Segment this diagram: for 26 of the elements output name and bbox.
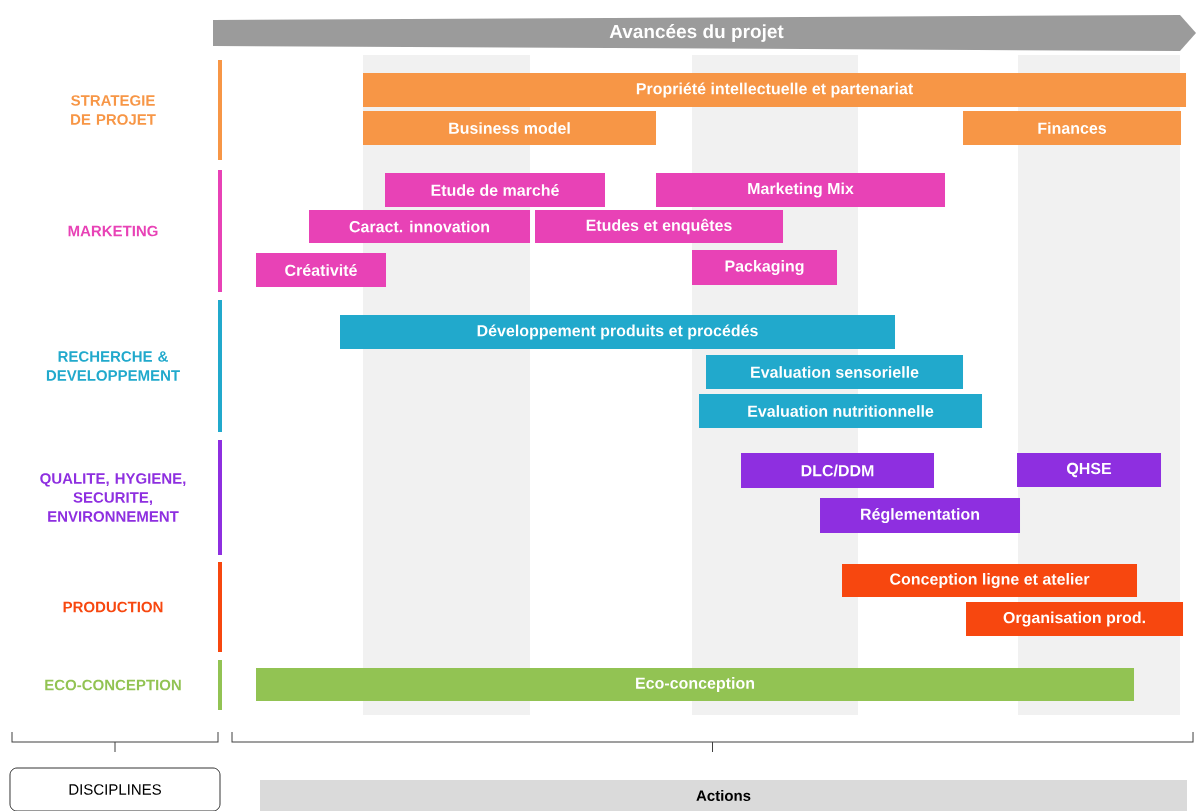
category-label: PRODUCTION [63, 601, 163, 613]
label-box: DISCIPLINES [9, 767, 221, 811]
task-bar: Etude de marché [385, 173, 605, 207]
task-bar: Evaluation sensorielle [706, 355, 963, 389]
task-bar: Business model [363, 111, 656, 145]
category-label: ECO-CONCEPTION [45, 679, 181, 691]
task-bar: Développement produits et procédés [340, 315, 895, 349]
task-bar: Réglementation [820, 498, 1020, 533]
task-bar: Evaluation nutritionnelle [699, 394, 982, 428]
label-band: Actions [260, 780, 1187, 811]
category-label: QUALITE, HYGIENE, SECURITE, ENVIRONNEMENT [40, 473, 186, 522]
task-bar: Packaging [692, 250, 837, 285]
task-bar: Etudes et enquêtes [535, 210, 783, 243]
category-label: RECHERCHE & DEVELOPPEMENT [46, 351, 180, 381]
task-bar: Eco-conception [256, 668, 1134, 701]
category-label: MARKETING [68, 225, 158, 237]
task-bar: Marketing Mix [656, 173, 945, 207]
task-bar: DLC/DDM [741, 453, 934, 488]
task-bar: Organisation prod. [966, 602, 1183, 636]
task-bar: QHSE [1017, 453, 1161, 487]
task-bar: Créativité [256, 253, 386, 287]
category-label: STRATEGIE DE PROJET [71, 95, 156, 125]
task-bar: Propriété intellectuelle et partenariat [363, 73, 1186, 107]
task-bar: Conception ligne et atelier [842, 564, 1137, 597]
task-bar: Finances [963, 111, 1181, 145]
task-bar: Caract. innovation [309, 210, 530, 243]
